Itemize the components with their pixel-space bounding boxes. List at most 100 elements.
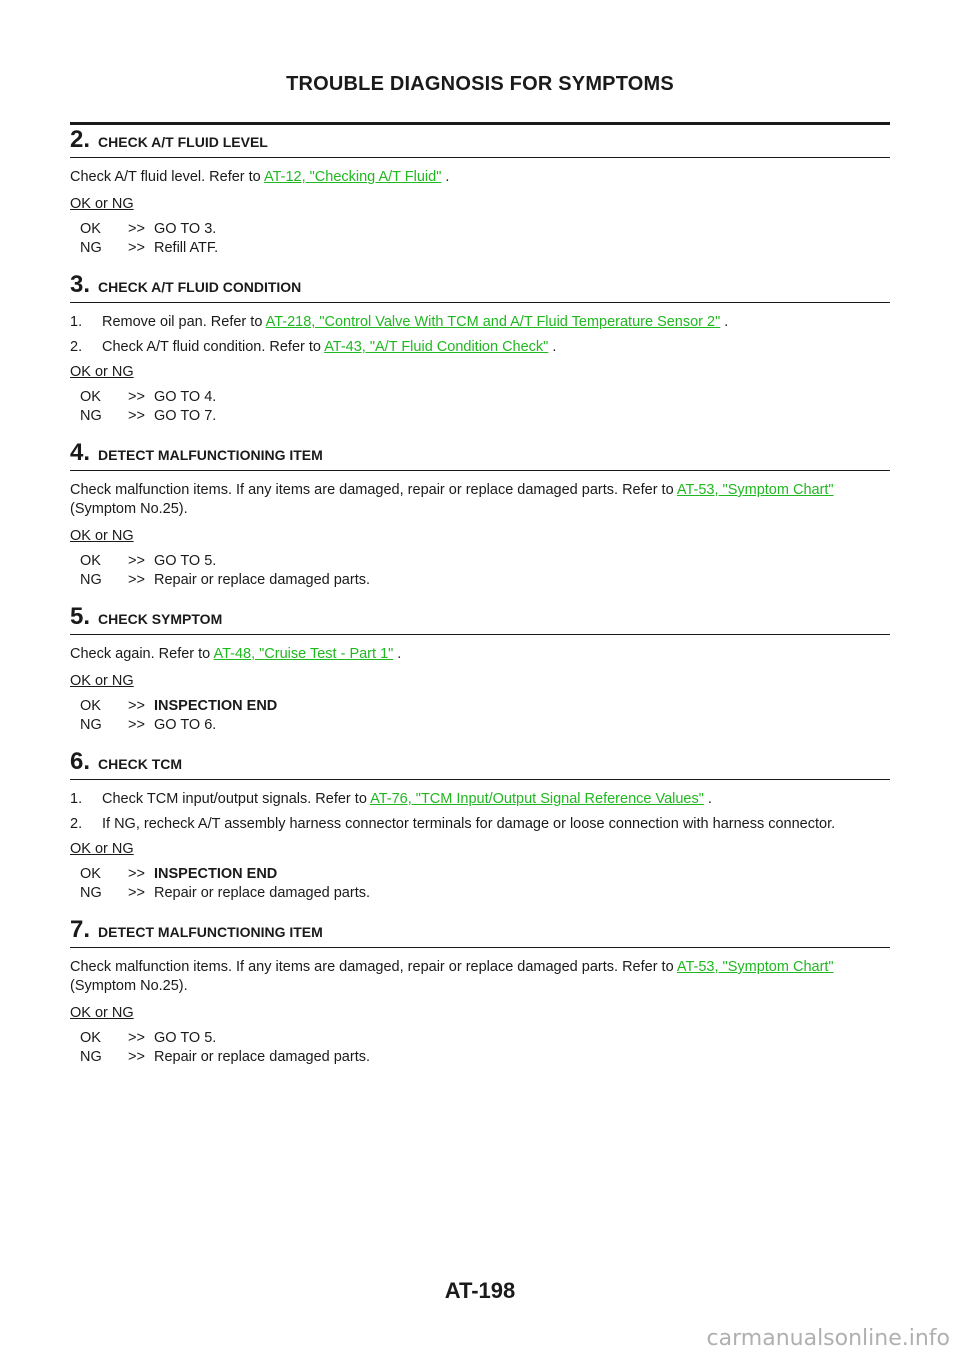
step-number: 7 <box>70 917 90 943</box>
result-row: OK >> GO TO 3. <box>80 220 890 239</box>
step-7: 7 DETECT MALFUNCTIONING ITEM Check malfu… <box>70 917 890 1067</box>
text: . <box>703 791 712 807</box>
reference-link[interactable]: AT-218, "Control Valve With TCM and A/T … <box>265 314 721 330</box>
ok-or-ng-label: OK or NG <box>70 1005 134 1021</box>
page-title: TROUBLE DIAGNOSIS FOR SYMPTOMS <box>286 73 674 95</box>
step-3: 3 CHECK A/T FLUID CONDITION 1. Remove oil… <box>70 272 890 426</box>
item-text: If NG, recheck A/T assembly harness conn… <box>102 816 836 832</box>
result-arrow: >> <box>128 885 145 901</box>
result-text: Repair or replace damaged parts. <box>154 885 371 901</box>
reference-link[interactable]: AT-53, "Symptom Chart" <box>676 959 834 975</box>
result-code: OK <box>80 389 101 405</box>
reference-link[interactable]: AT-48, "Cruise Test - Part 1" <box>213 646 394 662</box>
result-row: OK>>GO TO 5. <box>80 552 890 571</box>
text: . <box>441 169 450 185</box>
ok-or-ng-label: OK or NG <box>70 673 134 689</box>
reference-link[interactable]: AT-43, "A/T Fluid Condition Check" <box>324 339 549 355</box>
reference-link[interactable]: AT-12, "Checking A/T Fluid" <box>263 169 442 185</box>
step-number: 5 <box>70 604 90 630</box>
result-code: NG <box>80 885 102 901</box>
step-title: CHECK SYMPTOM <box>98 611 223 627</box>
result-list: OK>>INSPECTION END NG>>GO TO 6. <box>80 697 890 735</box>
result-text: GO TO 5. <box>154 553 217 569</box>
step-description: Check again. Refer to AT-48, "Cruise Tes… <box>70 645 890 664</box>
step-header: 6 CHECK TCM <box>70 749 890 780</box>
text: . <box>548 339 557 355</box>
result-code: NG <box>80 572 102 588</box>
result-text: GO TO 6. <box>154 717 217 733</box>
result-arrow: >> <box>128 698 145 714</box>
reference-link[interactable]: AT-53, "Symptom Chart" <box>676 482 834 498</box>
result-list: OK>>INSPECTION END NG >> Repair or replace… <box>80 865 890 903</box>
step-header: 3 CHECK A/T FLUID CONDITION <box>70 272 890 303</box>
result-code: NG <box>80 240 102 256</box>
text: Check again. Refer to <box>70 646 214 662</box>
ok-or-ng-label: OK or NG <box>70 364 134 380</box>
result-arrow: >> <box>128 389 145 405</box>
step-description: Check malfunction items. If any items ar… <box>70 958 890 996</box>
result-text: GO TO 4. <box>154 389 217 405</box>
step-title: DETECT MALFUNCTIONING ITEM <box>98 924 323 940</box>
result-code: NG <box>80 408 102 424</box>
text: . <box>720 314 729 330</box>
result-code: OK <box>80 221 101 237</box>
result-list: OK >> GO TO 3. NG >> Refill ATF. <box>80 220 890 258</box>
ordered-item: 2. Check A/T fluid condition. Refer to AT… <box>70 338 890 357</box>
result-row: NG >> Repair or replace damaged parts. <box>80 884 890 903</box>
result-row: OK>>GO TO 5. <box>80 1029 890 1048</box>
result-list: OK >> GO TO 4. NG >> GO TO 7. <box>80 388 890 426</box>
result-arrow: >> <box>128 572 145 588</box>
result-row: NG >> Repair or replace damaged parts. <box>80 1048 890 1067</box>
text: Check TCM input/output signals. Refer to <box>102 791 371 807</box>
step-2: 2 CHECK A/T FLUID LEVEL Check A/T fluid … <box>70 127 890 258</box>
reference-link[interactable]: AT-76, "TCM Input/Output Signal Referenc… <box>370 791 704 807</box>
result-arrow: >> <box>128 221 145 237</box>
result-code: OK <box>80 553 101 569</box>
item-number: 2. <box>70 339 83 355</box>
result-text: GO TO 7. <box>154 408 217 424</box>
step-header: 5 CHECK SYMPTOM <box>70 604 890 635</box>
step-number: 4 <box>70 440 90 466</box>
step-header: 4 DETECT MALFUNCTIONING ITEM <box>70 440 890 471</box>
watermark: carmanualsonline.info <box>706 1326 950 1351</box>
ok-or-ng-label: OK or NG <box>70 196 134 212</box>
text: Check A/T fluid condition. Refer to <box>102 339 325 355</box>
result-text: INSPECTION END <box>154 866 278 882</box>
header-rule <box>70 122 890 125</box>
step-number: 2 <box>70 127 90 153</box>
result-arrow: >> <box>128 408 145 424</box>
result-row: NG >> Repair or replace damaged parts. <box>80 571 890 590</box>
result-arrow: >> <box>128 1049 145 1065</box>
item-number: 1. <box>70 314 83 330</box>
text: Remove oil pan. Refer to <box>102 314 266 330</box>
result-code: OK <box>80 866 101 882</box>
result-text: GO TO 3. <box>154 221 217 237</box>
result-row: NG >> GO TO 7. <box>80 407 890 426</box>
result-arrow: >> <box>128 717 145 733</box>
result-arrow: >> <box>128 240 145 256</box>
item-text: Remove oil pan. Refer to AT-218, "Contro… <box>102 313 890 332</box>
step-description: Check A/T fluid level. Refer to AT-12, "… <box>70 168 890 187</box>
result-row: OK>>INSPECTION END <box>80 865 890 884</box>
step-header: 7 DETECT MALFUNCTIONING ITEM <box>70 917 890 948</box>
step-description: Check malfunction items. If any items ar… <box>70 481 890 519</box>
result-text: Repair or replace damaged parts. <box>154 572 371 588</box>
step-title: CHECK A/T FLUID LEVEL <box>98 134 268 150</box>
result-arrow: >> <box>128 1030 145 1046</box>
result-code: NG <box>80 1049 102 1065</box>
ok-or-ng-label: OK or NG <box>70 841 134 857</box>
result-text: Refill ATF. <box>154 240 219 256</box>
text: (Symptom No.25). <box>70 978 188 994</box>
result-row: NG>>GO TO 6. <box>80 716 890 735</box>
text: Check malfunction items. If any items ar… <box>70 482 677 498</box>
item-text: Check TCM input/output signals. Refer to… <box>102 790 890 809</box>
step-4: 4 DETECT MALFUNCTIONING ITEM Check malfu… <box>70 440 890 590</box>
result-list: OK>>GO TO 5. NG >> Repair or replace damag… <box>80 552 890 590</box>
item-number: 2. <box>70 816 83 832</box>
result-list: OK>>GO TO 5. NG >> Repair or replace damag… <box>80 1029 890 1067</box>
result-code: OK <box>80 698 101 714</box>
result-text: Repair or replace damaged parts. <box>154 1049 371 1065</box>
ordered-item: 1. Remove oil pan. Refer to AT-218, "Cont… <box>70 313 890 332</box>
content: 2 CHECK A/T FLUID LEVEL Check A/T fluid … <box>70 127 890 1081</box>
ok-or-ng-label: OK or NG <box>70 528 134 544</box>
